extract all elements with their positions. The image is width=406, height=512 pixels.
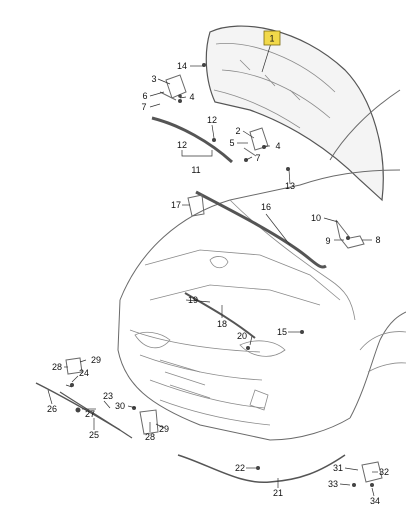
callout-34: 34 [370, 496, 380, 506]
bracket-28-lower [139, 409, 159, 435]
callout-30: 30 [115, 401, 125, 411]
callout-32: 32 [379, 467, 389, 477]
hood-hinge-left [159, 74, 187, 101]
callout-33: 33 [328, 479, 338, 489]
callout-8: 8 [375, 235, 380, 245]
callout-29-lower: 29 [159, 424, 169, 434]
callout-1-box [263, 30, 281, 46]
callout-25: 25 [89, 430, 99, 440]
callout-6: 6 [142, 91, 147, 101]
bracket-17 [187, 194, 205, 217]
callout-3: 3 [151, 74, 156, 84]
callout-7-left: 7 [141, 102, 146, 112]
callout-9: 9 [325, 236, 330, 246]
callout-10: 10 [311, 213, 321, 223]
callout-12-lower: 12 [177, 140, 187, 150]
hood-hinge-right [243, 127, 269, 157]
callout-28-lower: 28 [145, 432, 155, 442]
leader-lines [47, 39, 378, 497]
callout-1: 1 [269, 34, 274, 44]
callout-15: 15 [277, 327, 287, 337]
callout-29-upper: 29 [91, 355, 101, 365]
callout-4-right: 4 [275, 141, 280, 151]
callout-27: 27 [85, 409, 95, 419]
callout-31: 31 [333, 463, 343, 473]
release-cable-18 [184, 292, 256, 339]
car-body [117, 89, 406, 441]
hood-latch-bracket [335, 219, 365, 249]
callout-11: 11 [191, 165, 200, 175]
callout-7-right: 7 [255, 153, 260, 163]
callout-labels: 1 14 3 4 6 7 12 2 4 5 7 12 11 13 17 16 1… [47, 30, 389, 506]
hood-gas-strut-seal [195, 190, 327, 269]
callout-17: 17 [171, 200, 181, 210]
hood-seal-strip [151, 116, 234, 164]
callout-14: 14 [177, 61, 187, 71]
release-cable-21 [177, 454, 346, 483]
bracket-28-left [65, 357, 83, 375]
callout-12-upper: 12 [207, 115, 217, 125]
callout-28-left: 28 [52, 362, 62, 372]
callout-18: 18 [217, 319, 227, 329]
callout-13: 13 [285, 181, 295, 191]
callout-4-left: 4 [189, 92, 194, 102]
callout-19: 19 [188, 295, 198, 305]
lock-assembly-32 [361, 461, 383, 483]
callout-5: 5 [229, 138, 234, 148]
callout-21: 21 [273, 488, 283, 498]
callout-22: 22 [235, 463, 245, 473]
callout-16: 16 [261, 202, 271, 212]
callout-23: 23 [103, 391, 113, 401]
callout-2: 2 [235, 126, 240, 136]
cable-26-25 [35, 382, 133, 439]
callout-20: 20 [237, 331, 247, 341]
callout-24: 24 [79, 368, 89, 378]
hood-panel [205, 25, 384, 202]
callout-26: 26 [47, 404, 57, 414]
